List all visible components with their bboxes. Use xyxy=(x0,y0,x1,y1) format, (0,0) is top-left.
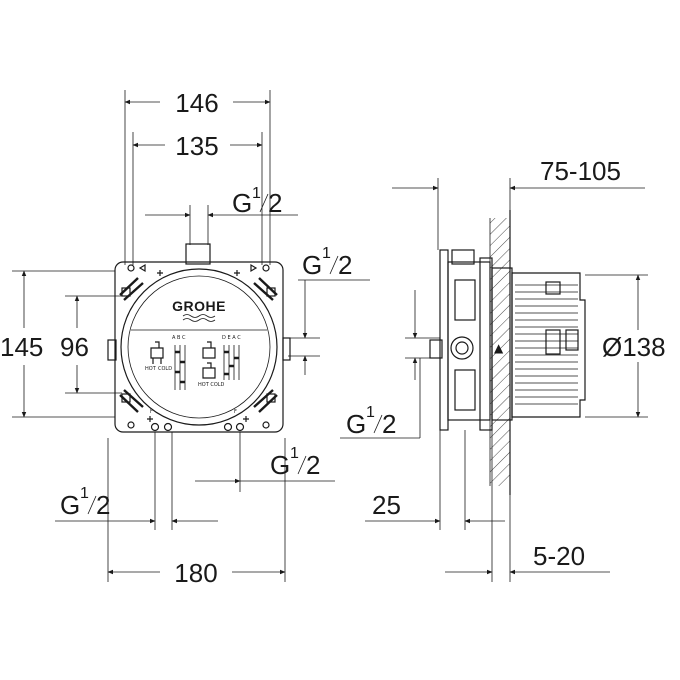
dimension-180: 180 xyxy=(107,438,286,588)
thread-bottom-left-base: G xyxy=(60,490,80,520)
side-view: 75-105 ▲ xyxy=(340,156,666,582)
thread-bottom-left-dimension: G 1 2 xyxy=(55,432,218,530)
mixer-body-front: GROHE HOT COLD HOT COLD A B C D E A C xyxy=(107,243,291,433)
dimension-diameter-138: Ø138 xyxy=(585,274,666,418)
label-hot: HOT xyxy=(145,366,157,372)
grohe-logo: GROHE xyxy=(172,298,226,314)
svg-text:F: F xyxy=(234,409,237,415)
mixer-body-side: ▲ xyxy=(429,249,586,431)
dimension-75-105-label: 75-105 xyxy=(540,156,621,186)
dimension-146: 146 xyxy=(124,88,271,265)
thread-side-dimension: G 1 2 xyxy=(340,290,440,439)
thread-right-dimension: G 1 2 xyxy=(288,245,370,375)
dimension-145-label: 145 xyxy=(0,332,43,362)
thread-bottom-left-den: 2 xyxy=(96,490,110,520)
svg-text:F: F xyxy=(150,409,153,415)
dimension-25: 25 xyxy=(365,430,505,530)
front-view: 146 135 G 1 2 145 xyxy=(0,88,370,588)
thread-bottom-right-num: 1 xyxy=(290,445,299,462)
thread-side-num: 1 xyxy=(366,404,375,421)
thread-bottom-right-den: 2 xyxy=(306,450,320,480)
dimension-75-105: 75-105 xyxy=(392,156,645,250)
dimension-96: 96 xyxy=(60,295,122,394)
corner-mounts xyxy=(119,263,278,429)
thread-top-num: 1 xyxy=(252,185,261,202)
thread-side-den: 2 xyxy=(382,409,396,439)
dimension-diameter-label: Ø138 xyxy=(602,332,666,362)
dimension-180-label: 180 xyxy=(174,558,217,588)
label-ports-a: A B C xyxy=(172,335,186,341)
thread-bottom-right-base: G xyxy=(270,450,290,480)
label-hot-cold: HOT COLD xyxy=(198,382,225,388)
thread-bottom-left-num: 1 xyxy=(80,485,89,502)
panel-schematic xyxy=(150,341,240,390)
dimension-135: 135 xyxy=(132,131,263,265)
thread-top-dimension: G 1 2 xyxy=(145,185,298,245)
dimension-146-label: 146 xyxy=(175,88,218,118)
thread-right-num: 1 xyxy=(322,245,331,262)
svg-text:▲: ▲ xyxy=(494,341,504,355)
label-cold: COLD xyxy=(158,366,172,372)
thread-top-den: 2 xyxy=(268,188,282,218)
thread-right-den: 2 xyxy=(338,250,352,280)
thread-right-base: G xyxy=(302,250,322,280)
dimension-5-20: 5-20 xyxy=(445,430,610,582)
dimension-135-label: 135 xyxy=(175,131,218,161)
dimension-145: 145 xyxy=(0,270,115,418)
label-ports-b: D E A C xyxy=(222,335,241,341)
thread-side-base: G xyxy=(346,409,366,439)
dimension-5-20-label: 5-20 xyxy=(533,541,585,571)
dimension-96-label: 96 xyxy=(60,332,89,362)
thread-top-base: G xyxy=(232,188,252,218)
thread-bottom-right-dimension: G 1 2 xyxy=(171,432,335,530)
dimension-25-label: 25 xyxy=(372,490,401,520)
